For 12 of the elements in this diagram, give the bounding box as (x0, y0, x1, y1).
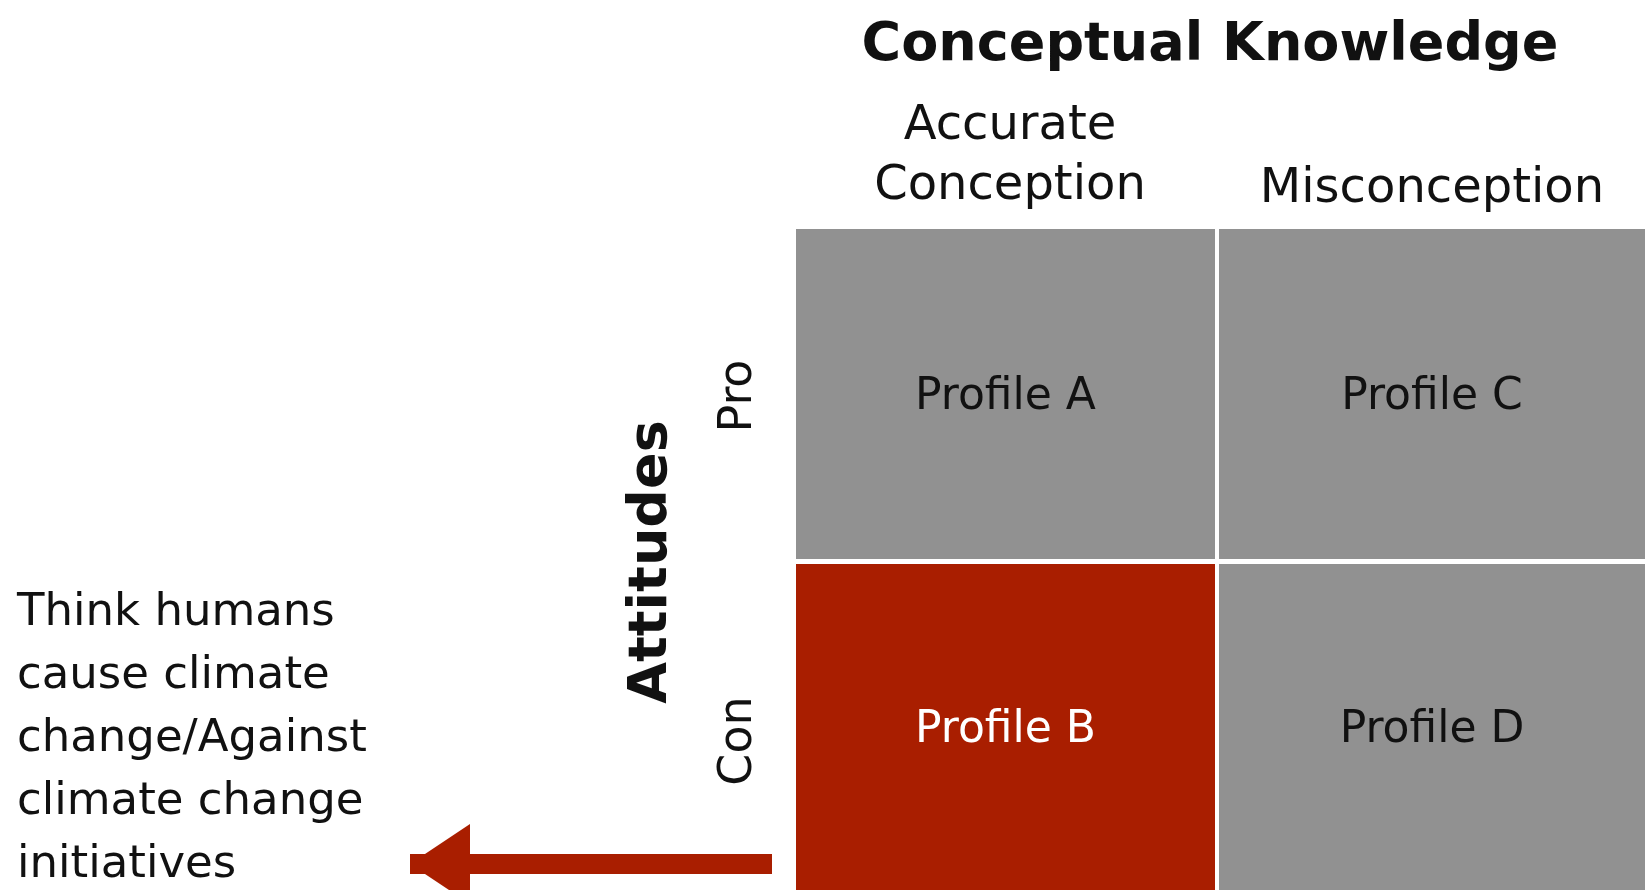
row-header: Pro (707, 358, 763, 435)
profile-cell: Profile A (796, 229, 1215, 559)
column-header: Accurate Conception (873, 93, 1147, 212)
profile-cell: Profile B (796, 564, 1215, 890)
profile-cell: Profile C (1219, 229, 1645, 559)
column-axis-title: Conceptual Knowledge (860, 9, 1560, 75)
profile-cell: Profile D (1219, 564, 1645, 890)
row-axis-title: Attitudes (615, 419, 680, 706)
arrow (410, 824, 772, 890)
row-header: Con (707, 695, 763, 788)
note-text: Think humans cause climate change/Against climate change initiatives (17, 578, 457, 890)
column-header: Misconception (1258, 156, 1606, 215)
